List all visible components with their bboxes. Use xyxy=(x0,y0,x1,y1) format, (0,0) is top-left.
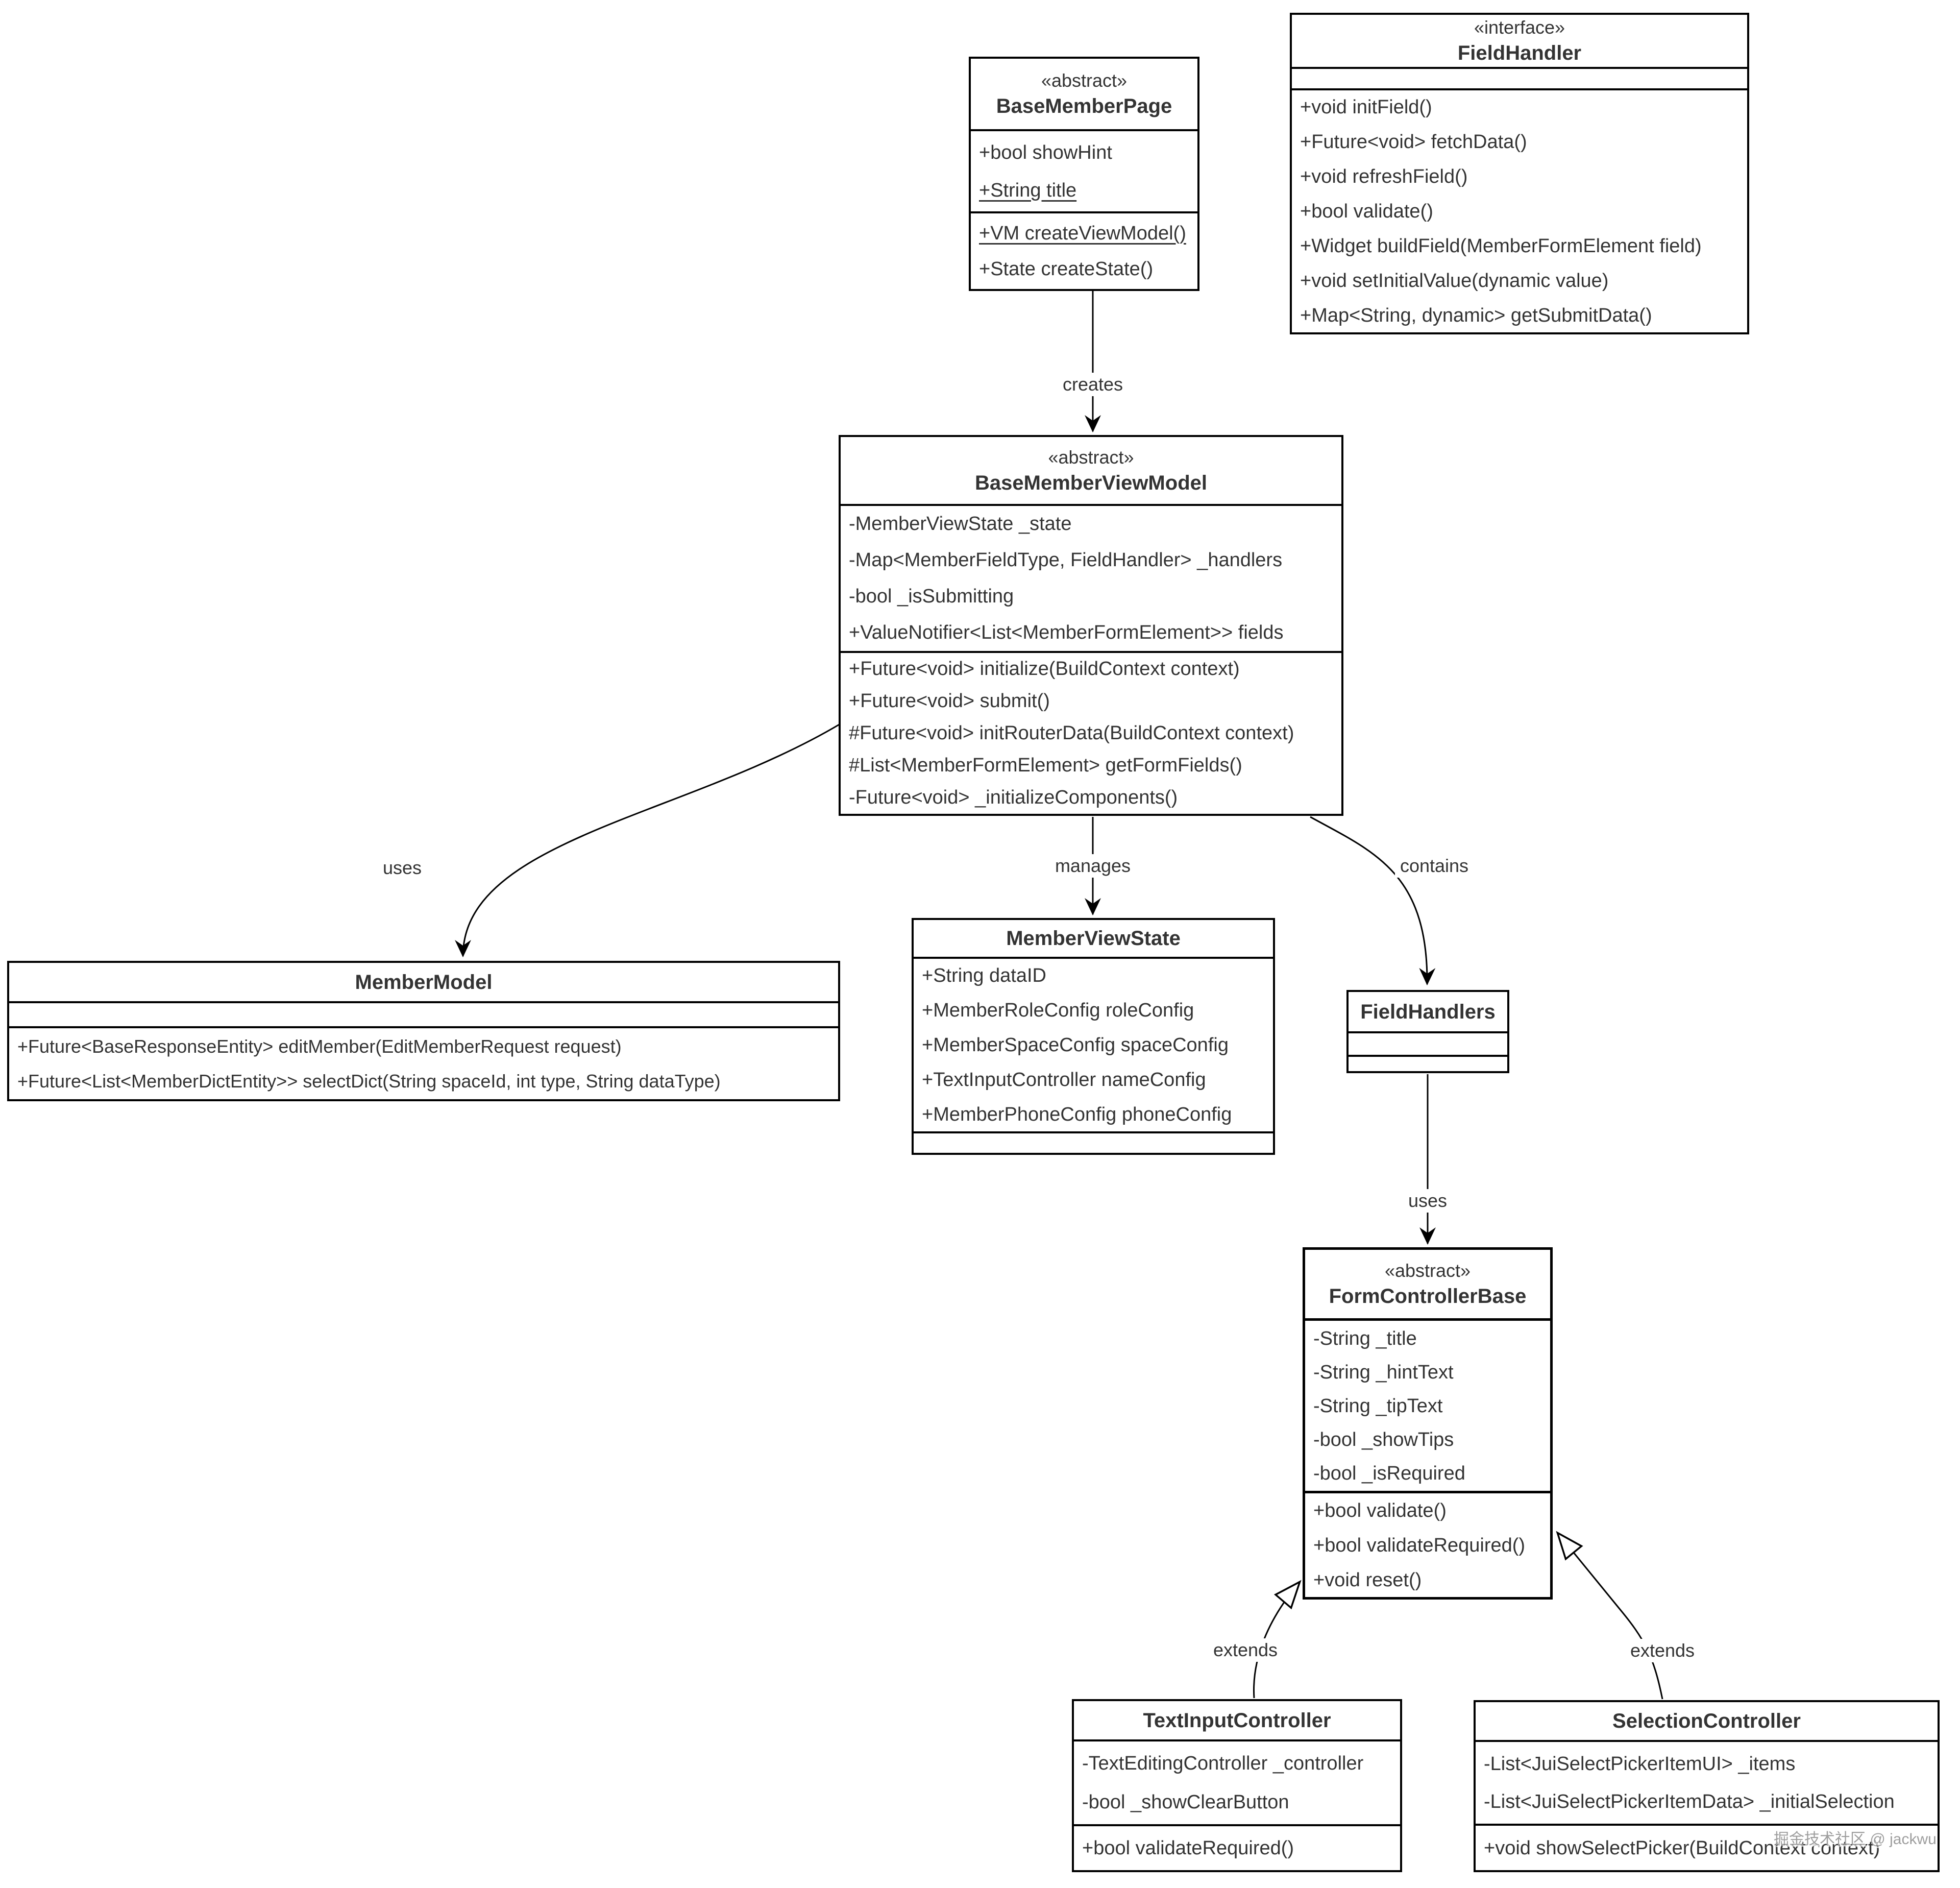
empty-methods-compartment xyxy=(1349,1055,1507,1071)
uml-method: +VM createViewModel() xyxy=(979,223,1186,244)
uml-method: +Widget buildField(MemberFormElement fie… xyxy=(1300,235,1702,257)
uml-method: +State createState() xyxy=(979,258,1154,280)
uml-attribute: -bool _isRequired xyxy=(1313,1462,1465,1484)
uml-method: +void initField() xyxy=(1300,96,1432,118)
class-name: FieldHandler xyxy=(1457,42,1582,64)
uml-attribute: -List<JuiSelectPickerItemData> _initialS… xyxy=(1484,1791,1895,1812)
uml-method: #List<MemberFormElement> getFormFields() xyxy=(849,755,1242,776)
uml-method: +void setInitialValue(dynamic value) xyxy=(1300,270,1609,292)
uml-attribute: -TextEditingController _controller xyxy=(1082,1753,1364,1774)
uml-attribute: -bool _showClearButton xyxy=(1082,1792,1289,1813)
class-membermodel: MemberModel +Future<BaseResponseEntity> … xyxy=(7,961,840,1101)
uml-attribute: +MemberRoleConfig roleConfig xyxy=(922,1000,1194,1021)
uml-method: +bool validate() xyxy=(1313,1499,1447,1521)
uml-attribute: +MemberSpaceConfig spaceConfig xyxy=(922,1034,1229,1056)
uml-attribute: -List<JuiSelectPickerItemUI> _items xyxy=(1484,1753,1796,1775)
uml-method: +bool validateRequired() xyxy=(1082,1837,1294,1859)
class-stereotype: «abstract» xyxy=(1041,70,1128,91)
uml-attribute: -String _title xyxy=(1313,1327,1417,1349)
uml-method: +Future<BaseResponseEntity> editMember(E… xyxy=(17,1035,622,1057)
edge-uses-membermodel xyxy=(455,723,841,957)
uml-method: +bool validate() xyxy=(1300,201,1433,222)
uml-attribute: +ValueNotifier<List<MemberFormElement>> … xyxy=(849,622,1284,643)
class-stereotype: «interface» xyxy=(1474,17,1565,38)
edge-label-manages: manages xyxy=(1049,854,1136,878)
class-name: MemberViewState xyxy=(1006,927,1181,950)
uml-attribute: -bool _isSubmitting xyxy=(849,586,1014,607)
uml-attribute: -bool _showTips xyxy=(1313,1429,1454,1450)
uml-method: +Future<void> submit() xyxy=(849,690,1050,712)
uml-method: +Future<void> fetchData() xyxy=(1300,131,1527,153)
watermark-text: 掘金技术社区 @ jackwu xyxy=(1774,1831,1937,1848)
uml-attribute: -MemberViewState _state xyxy=(849,513,1072,535)
class-stereotype: «abstract» xyxy=(1048,446,1134,468)
uml-method: -Future<void> _initializeComponents() xyxy=(849,787,1178,808)
uml-method: +bool validateRequired() xyxy=(1313,1534,1526,1556)
class-selectioncontroller: SelectionController -List<JuiSelectPicke… xyxy=(1474,1700,1940,1872)
edge-label-creates: creates xyxy=(1057,373,1129,396)
class-name: BaseMemberViewModel xyxy=(975,471,1207,494)
edge-label-uses-membermodel: uses xyxy=(377,856,427,880)
empty-methods-compartment xyxy=(914,1131,1273,1153)
edge-label-uses-formcontrollerbase: uses xyxy=(1403,1189,1453,1213)
class-name: MemberModel xyxy=(355,971,493,994)
uml-attribute: +String dataID xyxy=(922,965,1046,986)
class-name: TextInputController xyxy=(1143,1709,1331,1732)
uml-method: +void refreshField() xyxy=(1300,166,1468,187)
class-formcontrollerbase: «abstract» FormControllerBase -String _t… xyxy=(1303,1247,1553,1600)
uml-attribute: -Map<MemberFieldType, FieldHandler> _han… xyxy=(849,549,1283,571)
uml-method: +void showSelectPicker(BuildContext cont… xyxy=(1484,1837,1880,1859)
empty-attributes-compartment xyxy=(1292,67,1747,88)
class-name: BaseMemberPage xyxy=(996,95,1172,117)
class-fieldhandler: «interface» FieldHandler +void initField… xyxy=(1290,13,1749,334)
edge-contains xyxy=(1310,816,1436,985)
uml-attribute: +TextInputController nameConfig xyxy=(922,1069,1206,1091)
class-textinputcontroller: TextInputController -TextEditingControll… xyxy=(1072,1699,1402,1872)
edge-extends-selectioncontroller xyxy=(1556,1531,1663,1700)
class-memberviewstate: MemberViewState +String dataID +MemberRo… xyxy=(912,918,1275,1155)
uml-attribute: -String _hintText xyxy=(1313,1361,1454,1383)
uml-method: +void reset() xyxy=(1313,1569,1422,1591)
uml-attribute: +MemberPhoneConfig phoneConfig xyxy=(922,1104,1232,1125)
empty-attributes-compartment xyxy=(1349,1031,1507,1055)
class-name: FieldHandlers xyxy=(1360,1000,1496,1023)
class-basememberviewmodel: «abstract» BaseMemberViewModel -MemberVi… xyxy=(839,435,1343,816)
edge-label-extends-left: extends xyxy=(1208,1638,1283,1662)
edge-label-extends-right: extends xyxy=(1625,1639,1700,1662)
uml-attribute: +bool showHint xyxy=(979,141,1112,163)
class-basememberpage: «abstract» BaseMemberPage +bool showHint… xyxy=(969,57,1199,291)
class-stereotype: «abstract» xyxy=(1384,1260,1471,1281)
uml-method: +Future<void> initialize(BuildContext co… xyxy=(849,658,1240,680)
uml-method: +Future<List<MemberDictEntity>> selectDi… xyxy=(17,1070,721,1092)
uml-attribute: +String title xyxy=(979,179,1077,201)
class-fieldhandlers: FieldHandlers xyxy=(1346,990,1509,1073)
class-name: SelectionController xyxy=(1612,1710,1801,1732)
uml-method: #Future<void> initRouterData(BuildContex… xyxy=(849,722,1294,744)
empty-attributes-compartment xyxy=(9,1001,838,1026)
uml-method: +Map<String, dynamic> getSubmitData() xyxy=(1300,305,1652,326)
edge-label-contains: contains xyxy=(1394,854,1474,878)
uml-attribute: -String _tipText xyxy=(1313,1395,1443,1417)
class-name: FormControllerBase xyxy=(1329,1285,1527,1308)
